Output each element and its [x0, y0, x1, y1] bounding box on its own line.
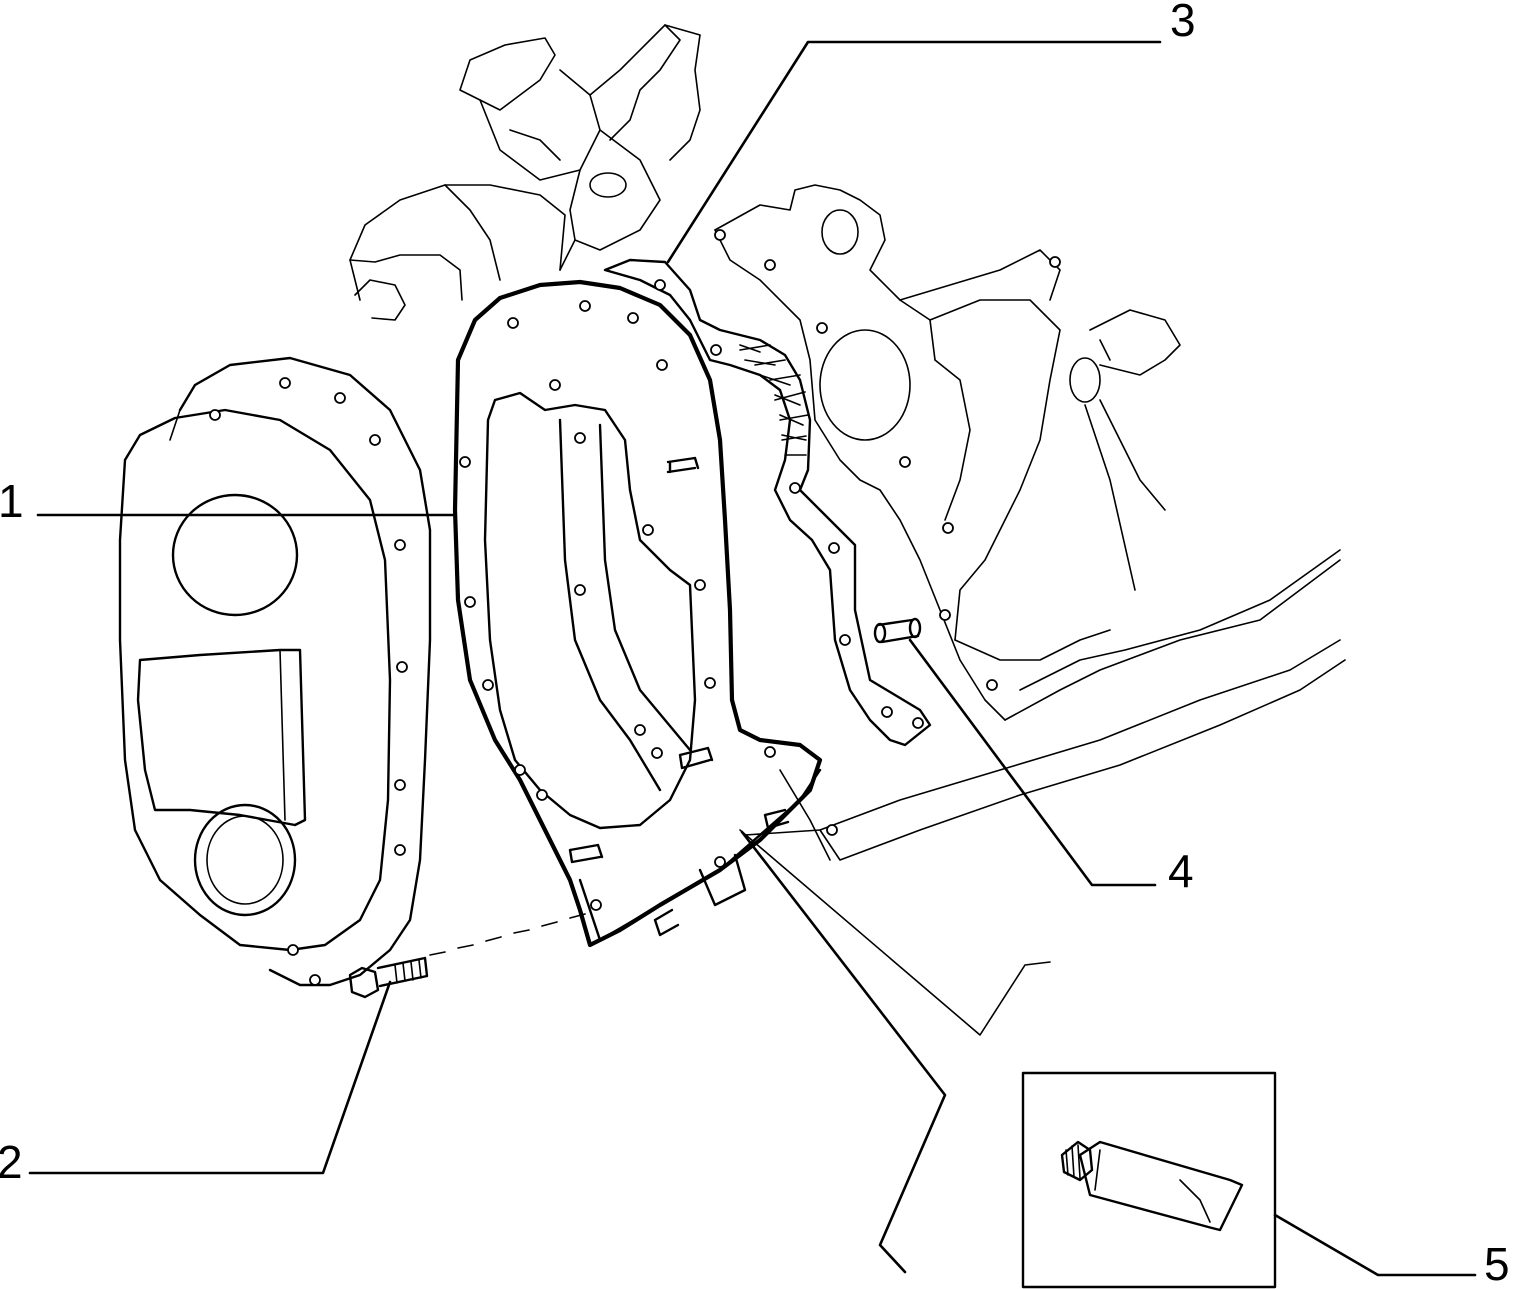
callout-3: 3	[1170, 0, 1196, 46]
dowel-pin	[873, 617, 922, 644]
reference-lines	[739, 829, 1051, 1274]
leader-5	[1273, 1213, 1477, 1277]
engine-block-background	[349, 24, 1346, 861]
leader-4	[908, 638, 1157, 887]
callout-leaders	[28, 40, 1477, 1277]
gasket	[452, 279, 823, 948]
callout-4: 4	[1168, 845, 1194, 897]
bolt	[348, 913, 586, 999]
callout-5: 5	[1484, 1238, 1510, 1289]
leader-2	[28, 980, 392, 1175]
timing-cover	[118, 356, 432, 987]
leader-3	[666, 40, 1162, 264]
sealant-tube-box	[1021, 1071, 1277, 1289]
callout-1: 1	[0, 475, 24, 527]
callout-2: 2	[0, 1136, 23, 1188]
seal-strip	[603, 258, 932, 747]
